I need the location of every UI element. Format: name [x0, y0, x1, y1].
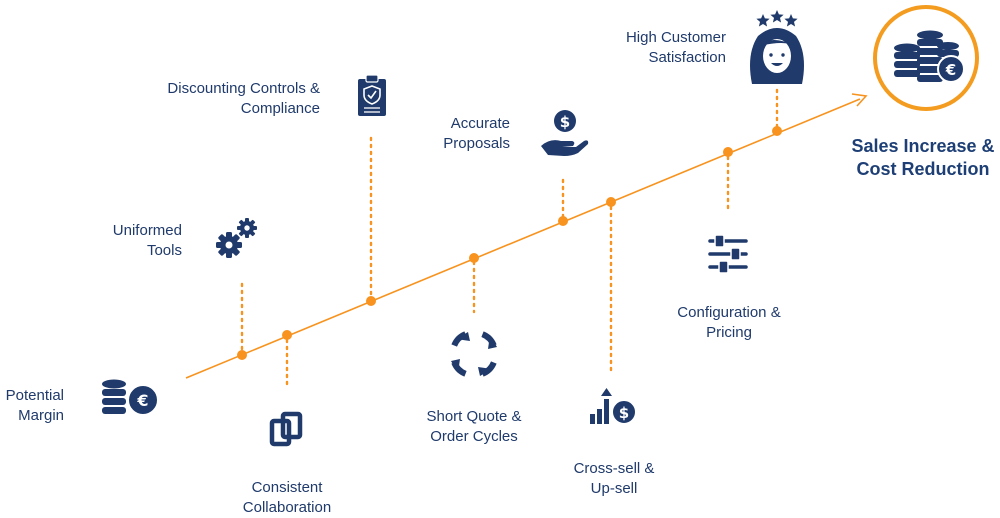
- label-accurate-proposals: Accurate Proposals: [420, 114, 510, 154]
- milestone-dot: [772, 126, 782, 136]
- label-line-2: Cost Reduction: [856, 159, 990, 179]
- svg-text:$: $: [619, 404, 629, 422]
- label-short-quote: Short Quote & Order Cycles: [404, 407, 544, 447]
- label-line-1: Configuration &: [677, 304, 781, 321]
- milestone-dot: [469, 253, 479, 263]
- label-high-customer-satisfaction: High Customer Satisfaction: [596, 28, 726, 68]
- svg-text:$: $: [560, 113, 570, 131]
- label-line-2: Proposals: [443, 135, 510, 152]
- label-line-2: Order Cycles: [430, 428, 518, 445]
- happy-customer-icon: [750, 10, 804, 84]
- label-line-2: Satisfaction: [648, 49, 726, 66]
- label-line-1: Cross-sell &: [573, 460, 655, 477]
- label-uniformed-tools: Uniformed Tools: [90, 221, 182, 261]
- label-line-2: Pricing: [706, 324, 752, 341]
- label-line-1: Uniformed: [112, 222, 182, 239]
- label-discounting-controls: Discounting Controls & Compliance: [130, 79, 320, 119]
- cycle-arrows-icon: [451, 331, 497, 377]
- label-line-1: Potential: [5, 387, 64, 404]
- coins-euro-icon: €: [102, 379, 159, 416]
- label-line-2: Margin: [18, 407, 64, 424]
- label-line-1: Short Quote &: [426, 408, 522, 425]
- milestone-dot: [723, 147, 733, 157]
- label-line-1: High Customer: [625, 29, 726, 46]
- label-line-2: Up-sell: [590, 480, 638, 497]
- collaboration-squares-icon: [269, 411, 303, 447]
- hand-dollar-icon: $: [541, 110, 589, 156]
- label-sales-increase: Sales Increase & Cost Reduction: [838, 135, 1000, 181]
- chart-dollar-icon: $: [590, 388, 637, 425]
- label-potential-margin: Potential Margin: [0, 386, 64, 426]
- milestone-dot: [237, 350, 247, 360]
- label-line-2: Collaboration: [242, 499, 332, 516]
- label-line-1: Discounting Controls &: [167, 80, 320, 97]
- sales-goal-ring: [873, 5, 979, 111]
- label-consistent-collaboration: Consistent Collaboration: [227, 478, 347, 518]
- clipboard-shield-icon: [358, 74, 386, 116]
- label-cross-sell: Cross-sell & Up-sell: [558, 459, 670, 499]
- coin-stacks-euro-icon: €: [894, 30, 965, 83]
- growth-line: [185, 98, 861, 379]
- milestone-dot: [606, 197, 616, 207]
- svg-text:€: €: [945, 61, 956, 79]
- label-line-2: Tools: [146, 242, 182, 259]
- label-configuration-pricing: Configuration & Pricing: [664, 303, 794, 343]
- milestone-dot: [558, 216, 568, 226]
- label-line-1: Consistent: [251, 479, 323, 496]
- sliders-icon: [708, 234, 748, 274]
- milestone-dot: [282, 330, 292, 340]
- growth-arrowhead: [851, 93, 868, 107]
- svg-text:€: €: [136, 391, 148, 410]
- label-line-2: Compliance: [240, 100, 320, 117]
- milestone-dot: [366, 296, 376, 306]
- gears-icon: [216, 218, 257, 258]
- label-line-1: Sales Increase &: [851, 136, 995, 156]
- label-line-1: Accurate: [450, 115, 510, 132]
